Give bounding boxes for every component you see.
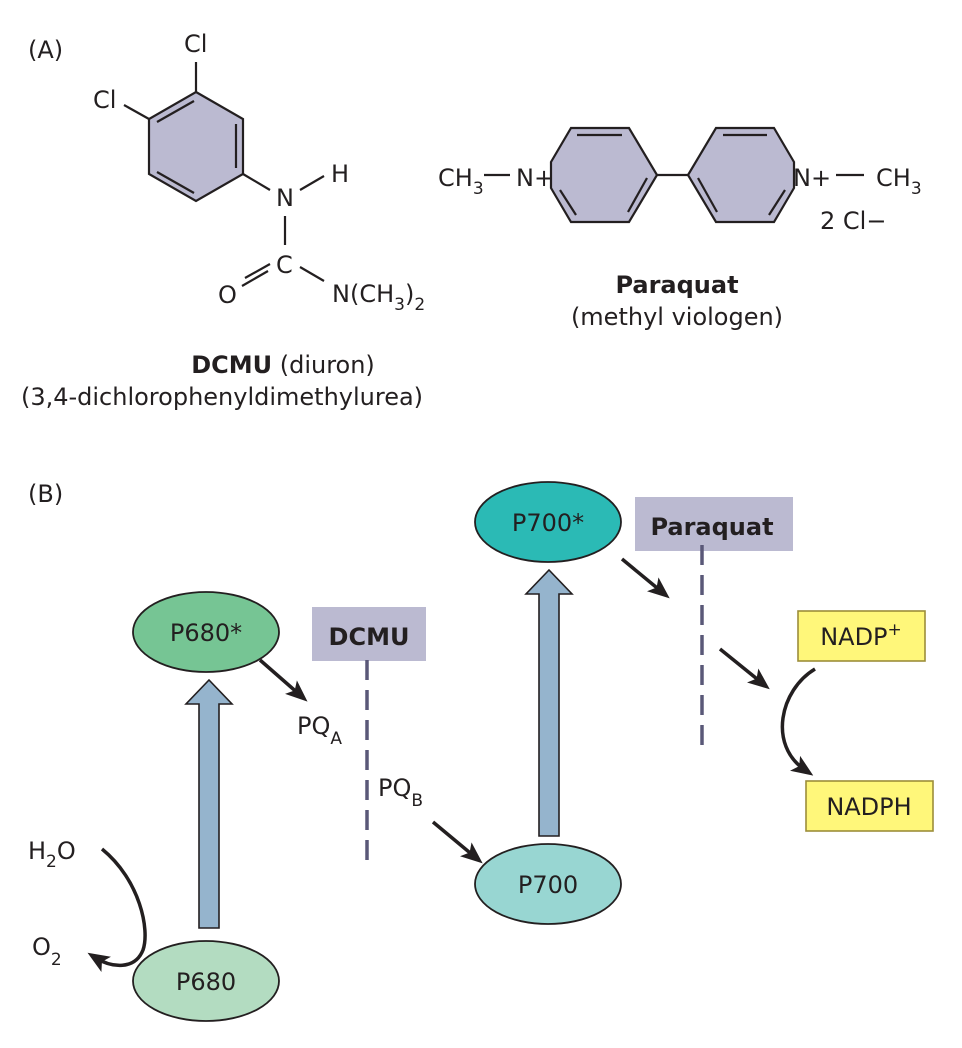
p700-star-node xyxy=(474,481,622,563)
arrow-to-nadp-reduction xyxy=(718,647,770,690)
dcmu-atom-h: H xyxy=(331,160,349,188)
dcmu-atom-nme2: N(CH3)2 xyxy=(332,280,425,315)
paraquat-inhibitor-box xyxy=(635,497,793,551)
dcmu-atom-c: C xyxy=(276,251,293,279)
paraquat-ring-right xyxy=(686,126,796,224)
dcmu-atom-o: O xyxy=(218,281,237,309)
nadp-box xyxy=(797,610,926,662)
p680-label: P680 xyxy=(176,968,236,996)
arrow-h2o-to-o2 xyxy=(87,847,147,972)
arrow-nadp-to-nadph xyxy=(780,667,816,776)
paraquat-name: Paraquat xyxy=(615,271,738,299)
paraquat-counterion: 2 Cl− xyxy=(820,207,886,235)
h2o-label: H2O xyxy=(28,837,76,872)
paraquat-ch3-right: CH3 xyxy=(876,164,922,199)
paraquat-ch3-left: CH3 xyxy=(438,164,484,199)
light-arrow-psi xyxy=(524,568,574,837)
paraquat-ring-left xyxy=(549,126,659,224)
panel-a-label: (A) xyxy=(28,36,63,64)
pqa-label: PQA xyxy=(297,712,342,749)
arrow-pqb-to-p700 xyxy=(431,820,483,864)
dcmu-atom-n: N xyxy=(276,184,294,212)
nadp-label: NADP+ xyxy=(820,620,902,651)
arrow-p680star-to-pqa xyxy=(258,658,308,702)
paraquat-structure: CH3 N+ N+ CH3 2 Cl− xyxy=(438,126,922,235)
nadph-box xyxy=(805,780,934,832)
p680-star-label: P680* xyxy=(170,619,242,647)
p700-label: P700 xyxy=(518,871,578,899)
light-arrow-psii xyxy=(184,678,234,929)
dcmu-atom-cl-top: Cl xyxy=(184,30,207,58)
dcmu-atom-cl-left: Cl xyxy=(93,86,116,114)
dcmu-inhibitor-label: DCMU xyxy=(329,623,410,651)
paraquat-inhibitor-label: Paraquat xyxy=(650,513,773,541)
dcmu-systematic-name: (3,4-dichlorophenyldimethylurea) xyxy=(21,383,423,411)
paraquat-alt-name: (methyl viologen) xyxy=(571,303,783,331)
p680-star-node xyxy=(132,591,280,673)
arrow-p700star-out xyxy=(620,557,670,599)
nadph-label: NADPH xyxy=(826,793,911,821)
p700-star-label: P700* xyxy=(512,509,584,537)
dcmu-name: DCMU (diuron) xyxy=(191,351,375,379)
pqb-label: PQB xyxy=(378,774,423,811)
dcmu-inhibitor-box xyxy=(312,607,426,661)
p680-node xyxy=(132,940,280,1022)
paraquat-n-left: N+ xyxy=(516,164,554,192)
dcmu-benzene-ring xyxy=(147,90,245,203)
o2-label: O2 xyxy=(32,933,62,970)
p700-node xyxy=(474,843,622,925)
paraquat-n-right: N+ xyxy=(793,164,831,192)
dcmu-structure: Cl Cl N H C O N(CH3)2 xyxy=(93,30,425,315)
panel-b-label: (B) xyxy=(28,480,63,508)
